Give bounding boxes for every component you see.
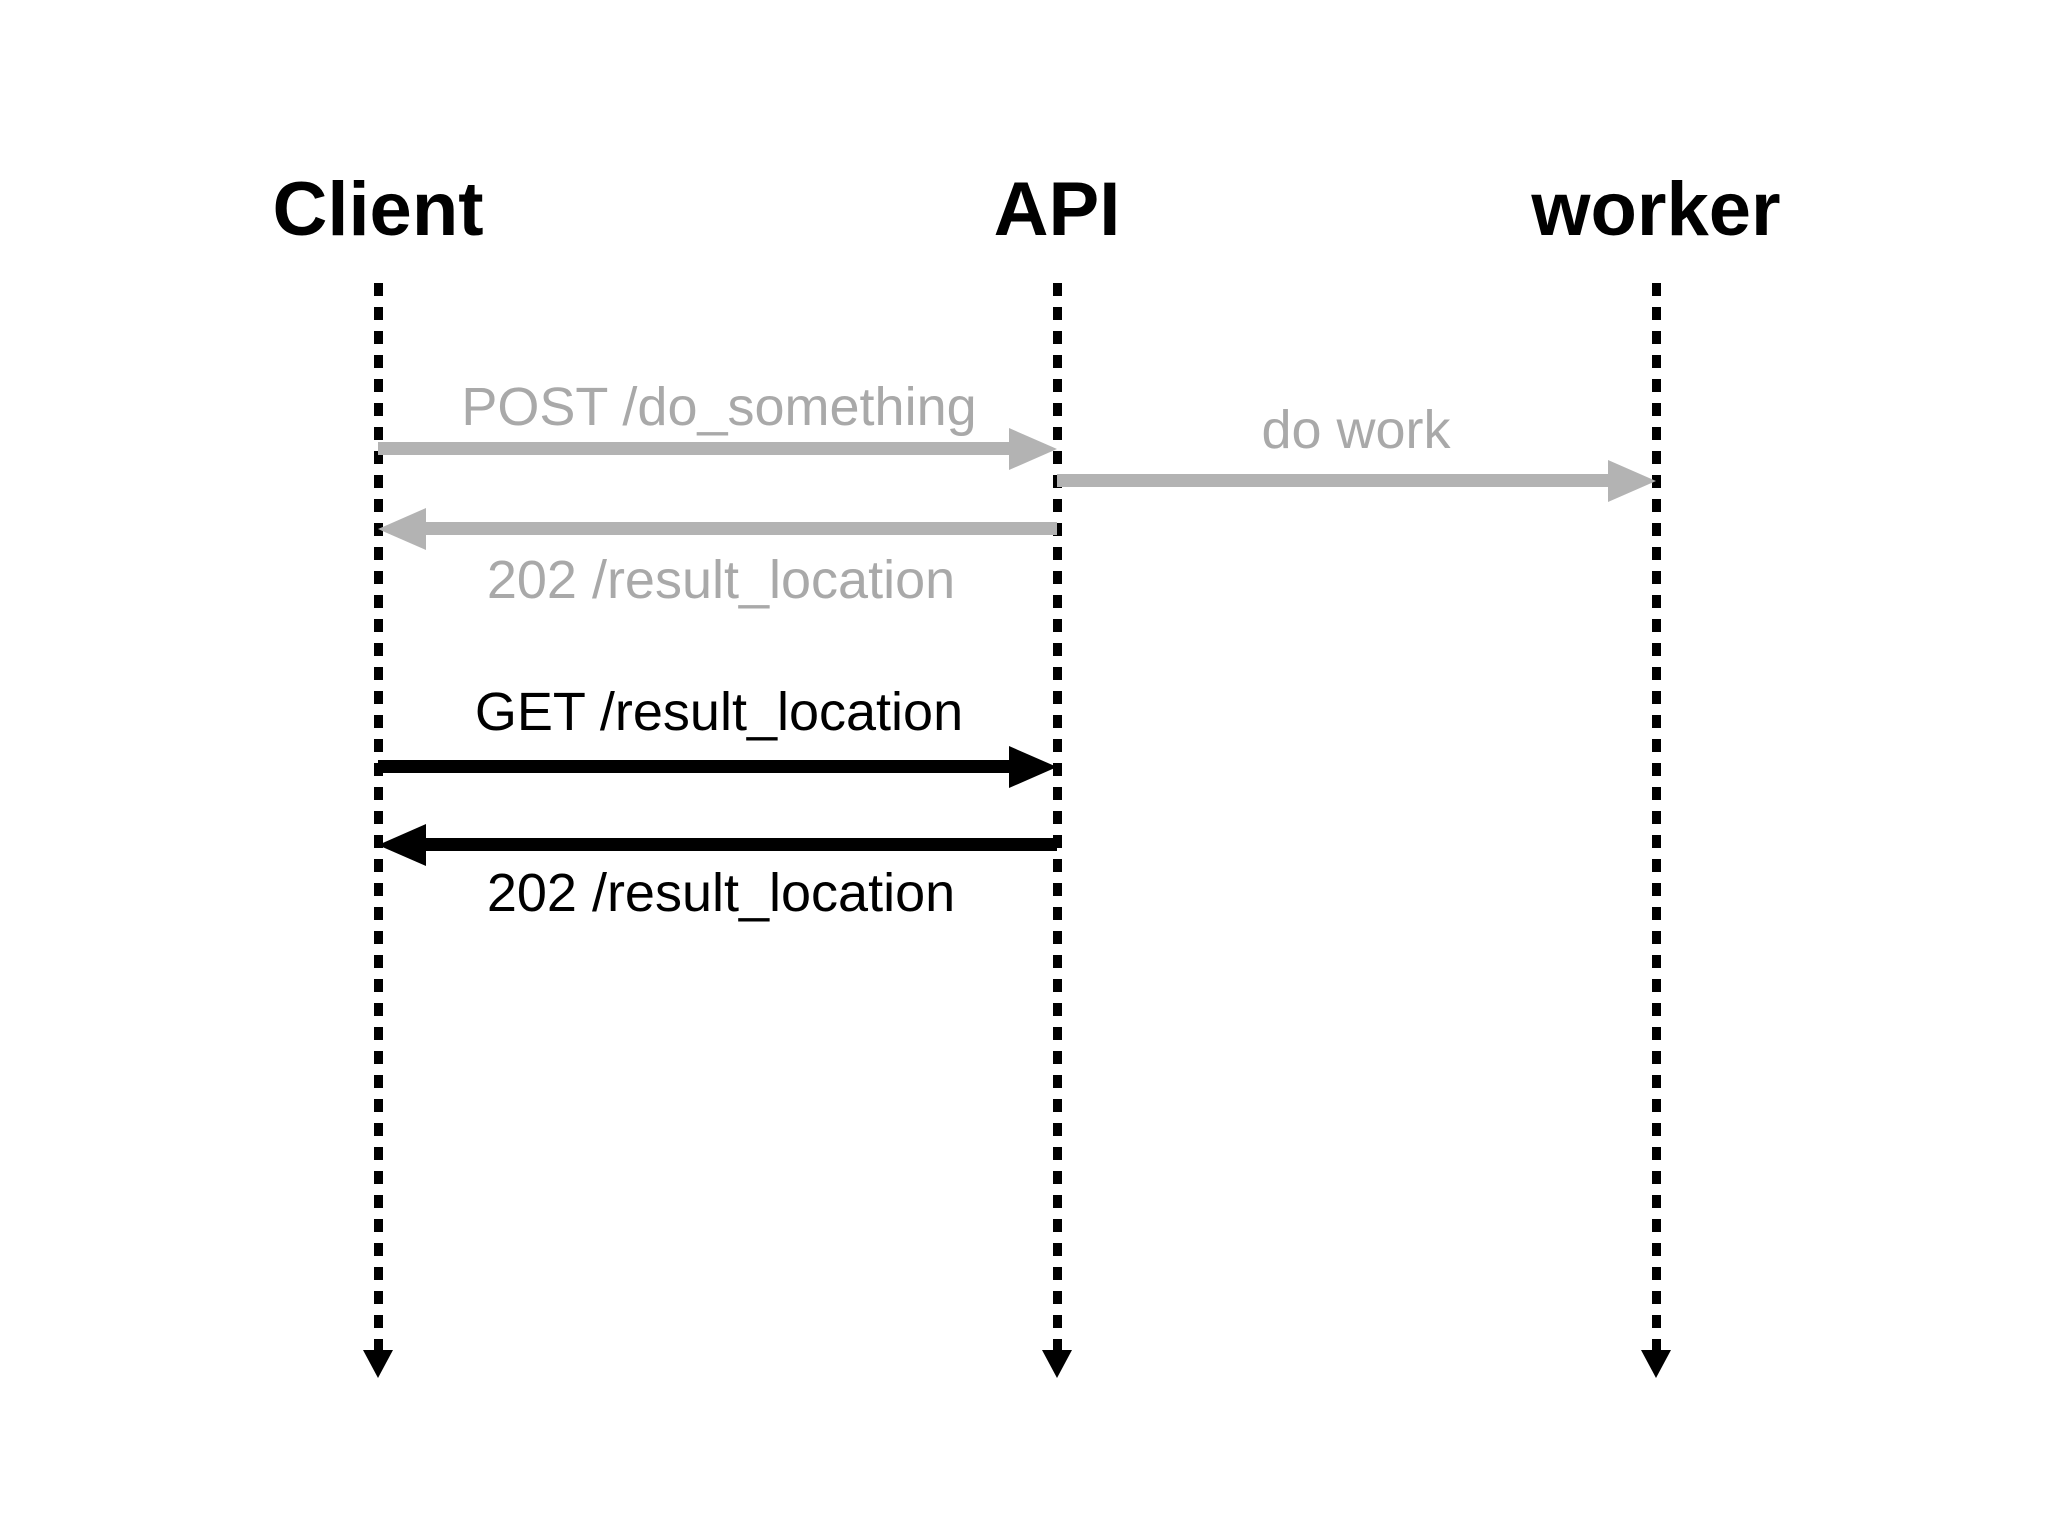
arrow-shaft xyxy=(1057,474,1610,487)
actor-label-api: API xyxy=(993,167,1121,252)
message-label: do work xyxy=(1261,400,1451,460)
actor-label-client: Client xyxy=(272,167,484,252)
message-label: POST /do_something xyxy=(461,377,977,437)
arrowhead-right-icon xyxy=(1009,746,1057,788)
lifeline-client xyxy=(374,283,383,1350)
message-label: 202 /result_location xyxy=(486,550,956,610)
actor-label-worker: worker xyxy=(1531,167,1781,252)
arrowhead-down-icon xyxy=(363,1350,393,1378)
arrow-shaft xyxy=(424,838,1057,851)
arrowhead-down-icon xyxy=(1042,1350,1072,1378)
arrow-shaft xyxy=(378,760,1011,773)
arrowhead-right-icon xyxy=(1009,428,1057,470)
arrowhead-right-icon xyxy=(1608,460,1656,502)
lifeline-api xyxy=(1053,283,1062,1350)
arrowhead-left-icon xyxy=(378,824,426,866)
arrow-shaft xyxy=(378,442,1011,455)
message-label: GET /result_location xyxy=(474,682,964,742)
arrowhead-left-icon xyxy=(378,508,426,550)
message-label: 202 /result_location xyxy=(486,863,956,923)
arrow-shaft xyxy=(424,522,1057,535)
lifeline-worker xyxy=(1652,283,1661,1350)
arrowhead-down-icon xyxy=(1641,1350,1671,1378)
